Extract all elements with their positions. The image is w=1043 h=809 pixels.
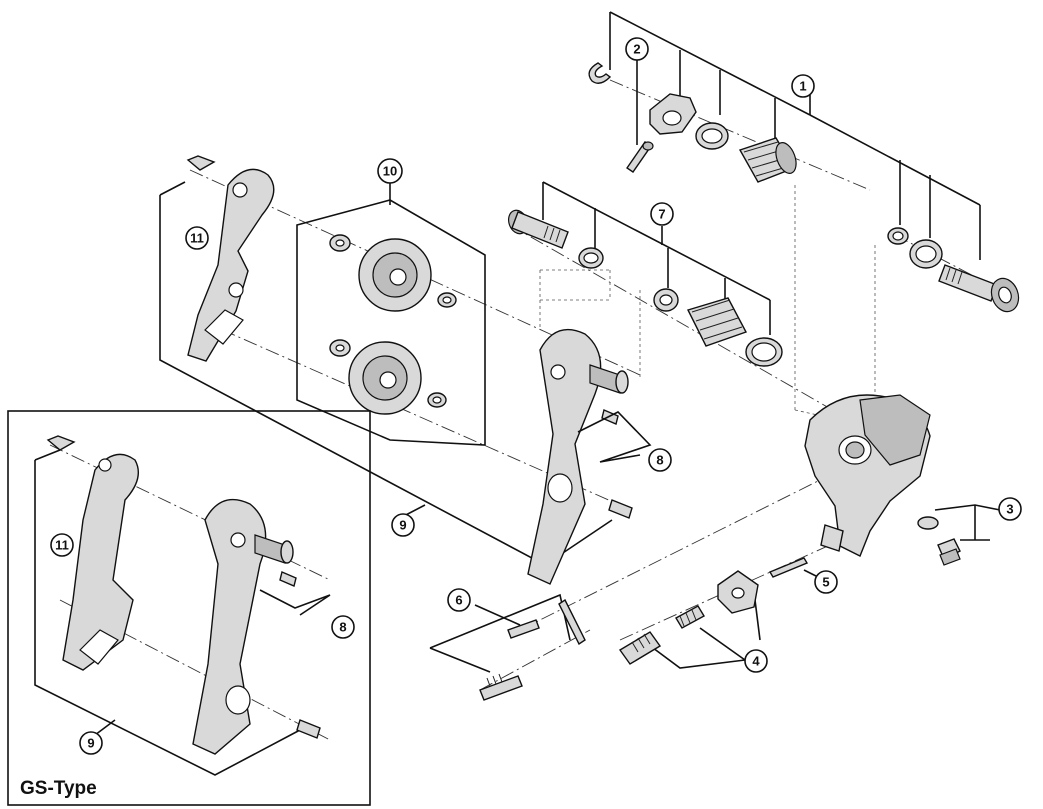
svg-text:1: 1 bbox=[799, 79, 806, 94]
callout-2: 2 bbox=[625, 37, 649, 61]
callout-11-inset: 11 bbox=[50, 533, 74, 557]
svg-text:5: 5 bbox=[822, 575, 829, 590]
inner-plate-11 bbox=[186, 155, 275, 362]
e-clip bbox=[588, 62, 612, 84]
callout-1: 1 bbox=[791, 74, 815, 98]
svg-text:8: 8 bbox=[656, 453, 663, 468]
svg-text:10: 10 bbox=[383, 164, 397, 179]
callout-6: 6 bbox=[447, 588, 471, 612]
washers-1b bbox=[887, 227, 943, 269]
pin-5 bbox=[768, 557, 821, 579]
svg-text:11: 11 bbox=[190, 231, 204, 246]
callout-10: 10 bbox=[377, 158, 403, 184]
callout-8: 8 bbox=[648, 448, 672, 472]
washer-1a bbox=[695, 122, 729, 150]
group-1-leader bbox=[609, 11, 981, 260]
outer-plate-9 bbox=[527, 328, 633, 585]
group-6-leader bbox=[429, 593, 571, 673]
plate-6 bbox=[479, 598, 586, 701]
adjuster-4 bbox=[618, 570, 759, 665]
callout-11: 11 bbox=[185, 226, 209, 250]
svg-text:9: 9 bbox=[399, 518, 406, 533]
svg-text:7: 7 bbox=[658, 207, 665, 222]
gs-type-label: GS-Type bbox=[20, 778, 97, 799]
inset-outer-plate-9 bbox=[192, 498, 321, 755]
group-7-leader bbox=[542, 181, 771, 335]
spring-7 bbox=[687, 297, 747, 347]
stopper-plate bbox=[649, 93, 697, 135]
ring-7 bbox=[745, 337, 783, 367]
main-body bbox=[804, 394, 931, 557]
svg-text:3: 3 bbox=[1006, 502, 1013, 517]
pivot-bolt-7 bbox=[507, 209, 569, 249]
inset-inner-plate-11 bbox=[46, 435, 139, 671]
washer-7a bbox=[578, 247, 604, 269]
spring-1 bbox=[738, 137, 797, 183]
bushing-7 bbox=[653, 288, 679, 312]
svg-text:4: 4 bbox=[752, 654, 760, 669]
group-4-leader bbox=[644, 599, 761, 669]
callout-9-inset: 9 bbox=[79, 731, 103, 755]
group-10-leader bbox=[296, 183, 486, 446]
group-3-leader bbox=[934, 504, 1001, 541]
callout-7: 7 bbox=[650, 202, 674, 226]
callout-4: 4 bbox=[744, 649, 768, 673]
axle-bolt-1 bbox=[938, 264, 1020, 313]
callout-8-inset: 8 bbox=[331, 615, 355, 639]
gs-type-inset bbox=[7, 410, 371, 806]
svg-text:11: 11 bbox=[55, 538, 69, 553]
pulley-lower bbox=[329, 339, 447, 415]
pulley-upper bbox=[329, 234, 457, 312]
svg-text:6: 6 bbox=[455, 593, 462, 608]
adjust-screw-2 bbox=[626, 141, 654, 173]
callout-9: 9 bbox=[391, 513, 415, 537]
svg-text:2: 2 bbox=[633, 42, 640, 57]
callout-5: 5 bbox=[814, 570, 838, 594]
screw-3 bbox=[917, 516, 961, 566]
group-8-leader bbox=[577, 411, 652, 463]
callout-3: 3 bbox=[998, 497, 1022, 521]
svg-text:9: 9 bbox=[87, 736, 94, 751]
svg-text:8: 8 bbox=[339, 620, 346, 635]
